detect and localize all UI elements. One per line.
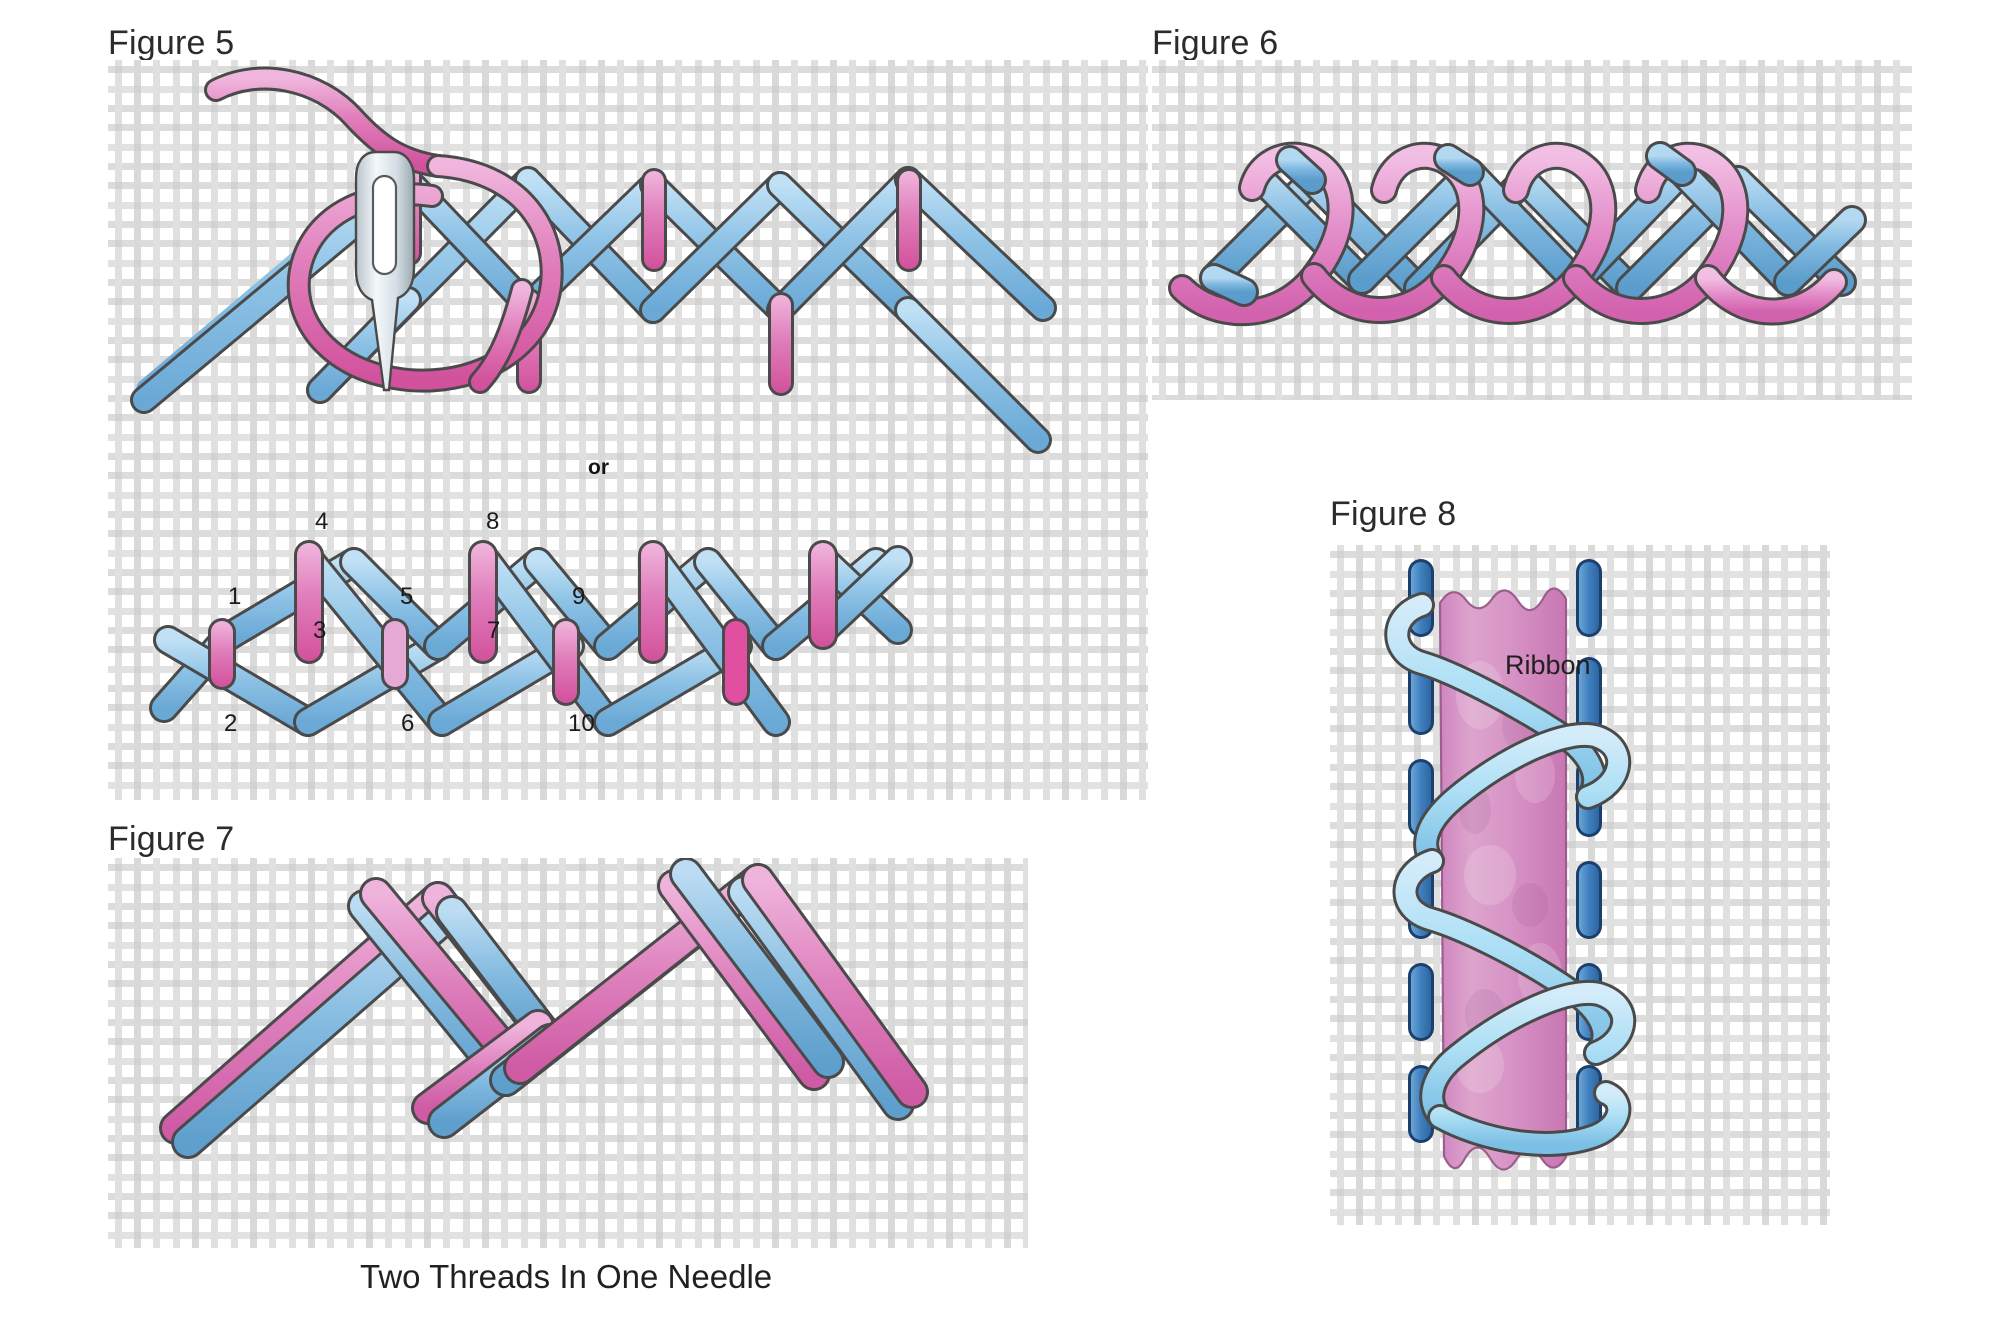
figure-5-label: Figure 5 xyxy=(108,24,235,62)
stitch-number: 2 xyxy=(224,710,238,737)
stitch-number: 3 xyxy=(313,617,327,644)
figure-7-caption: Two Threads In One Needle xyxy=(360,1258,773,1295)
figure-7-label: Figure 7 xyxy=(108,820,235,858)
figure-5-or-label: or xyxy=(588,456,609,479)
stitch-number: 8 xyxy=(486,508,500,535)
figure-6-label: Figure 6 xyxy=(1152,24,1279,62)
figure-5-panel xyxy=(108,60,1148,800)
figure-6-panel xyxy=(1152,60,1912,400)
stitch-number: 9 xyxy=(572,583,586,610)
stitch-number: 7 xyxy=(487,617,501,644)
stitch-number: 4 xyxy=(315,508,329,535)
needle-graphic xyxy=(354,150,416,392)
stitch-number: 1 xyxy=(228,583,242,610)
figure-7-panel xyxy=(108,858,1028,1248)
stitch-number: 5 xyxy=(400,583,414,610)
figure-8-panel xyxy=(1330,545,1830,1225)
stitch-number: 6 xyxy=(401,710,415,737)
figure-8-ribbon-label: Ribbon xyxy=(1505,650,1591,680)
figure-8-label: Figure 8 xyxy=(1330,495,1457,533)
stitch-number: 10 xyxy=(568,710,595,737)
